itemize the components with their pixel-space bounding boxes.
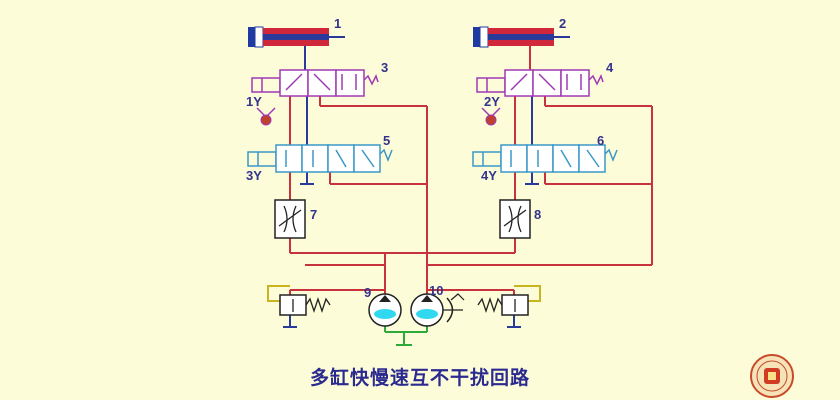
label-pump-left: 9	[364, 285, 371, 300]
valve-left-top	[251, 69, 379, 97]
suction-lines	[384, 322, 428, 346]
label-valve-right-mid: 6	[597, 133, 604, 148]
valve-right-top	[476, 69, 604, 97]
pump-left	[368, 293, 402, 327]
valve-right-mid	[472, 144, 618, 173]
label-cylinder-right: 2	[559, 16, 566, 31]
throttle-left	[274, 199, 306, 239]
label-cylinder-left: 1	[334, 16, 341, 31]
return-lines	[283, 43, 539, 328]
label-solenoid-1y: 1Y	[246, 94, 262, 109]
label-throttle-right: 8	[534, 207, 541, 222]
cylinder-right	[473, 26, 570, 48]
pump-right	[410, 293, 465, 327]
label-solenoid-2y: 2Y	[484, 94, 500, 109]
diagram-caption: 多缸快慢速互不干扰回路	[309, 367, 530, 389]
label-valve-left-mid: 5	[383, 133, 390, 148]
relief-valve-right	[477, 285, 541, 316]
check-valve-left	[256, 107, 276, 126]
label-solenoid-4y: 4Y	[481, 168, 497, 183]
relief-valve-left	[267, 285, 331, 316]
valve-left-mid	[247, 144, 393, 173]
throttle-right	[499, 199, 531, 239]
label-valve-right-top: 4	[606, 60, 614, 75]
university-seal-icon	[750, 354, 794, 398]
pressure-lines	[289, 43, 653, 295]
check-valve-right	[481, 107, 501, 126]
cylinder-left	[248, 26, 345, 48]
label-solenoid-3y: 3Y	[246, 168, 262, 183]
label-pump-right: 10	[429, 283, 443, 298]
label-throttle-left: 7	[310, 207, 317, 222]
label-valve-left-top: 3	[381, 60, 388, 75]
